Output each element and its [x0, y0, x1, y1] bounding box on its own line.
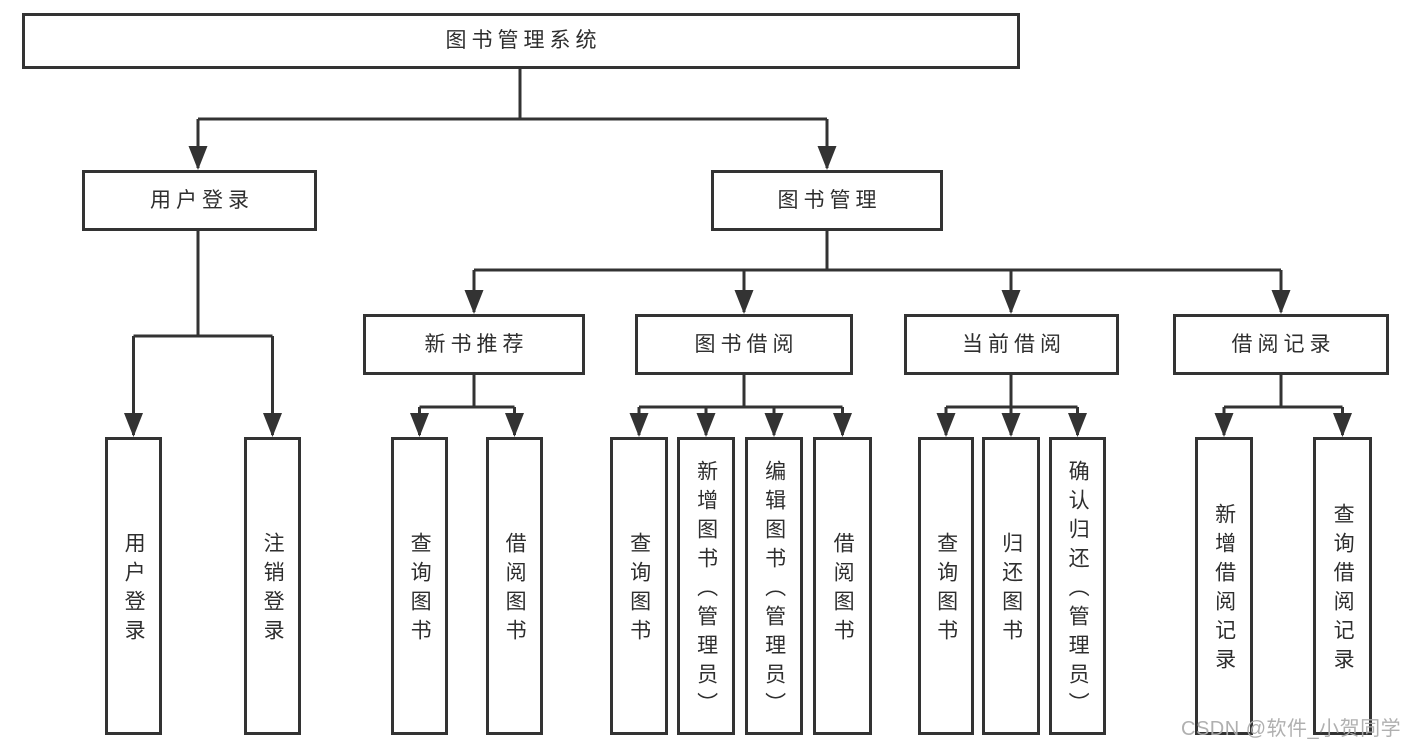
leaf-recommend-query-books-label: 查询图书: [408, 532, 432, 648]
node-current-borrowing: 当前借阅: [904, 314, 1119, 375]
node-book-management: 图书管理: [711, 170, 943, 231]
arrowhead-icons: [124, 146, 1352, 437]
leaf-borrowing-query-books: 查询图书: [610, 437, 668, 735]
leaf-edit-books-admin: 编辑图书（管理员）: [745, 437, 803, 735]
leaf-add-books-admin-label: 新增图书（管理员）: [694, 459, 718, 721]
leaf-current-query-books: 查询图书: [918, 437, 974, 735]
node-book-borrowing-label: 图书借阅: [694, 332, 799, 356]
leaf-current-query-books-label: 查询图书: [934, 532, 958, 648]
node-borrow-records: 借阅记录: [1173, 314, 1389, 375]
leaf-add-books-admin: 新增图书（管理员）: [677, 437, 735, 735]
leaf-confirm-return-admin-label: 确认归还（管理员）: [1066, 459, 1090, 721]
node-current-borrowing-label: 当前借阅: [962, 332, 1066, 356]
leaf-logout: 注销登录: [244, 437, 301, 735]
leaf-edit-books-admin-label: 编辑图书（管理员）: [762, 459, 786, 721]
node-borrow-records-label: 借阅记录: [1231, 332, 1336, 356]
node-new-book-recommend: 新书推荐: [363, 314, 585, 375]
connector-lines: [132, 69, 1344, 435]
leaf-recommend-borrow-books-label: 借阅图书: [503, 532, 527, 648]
node-book-management-label: 图书管理: [777, 188, 882, 212]
node-user-login-label: 用户登录: [150, 188, 254, 212]
leaf-return-books-label: 归还图书: [999, 532, 1023, 648]
leaf-return-books: 归还图书: [982, 437, 1040, 735]
leaf-borrowing-query-books-label: 查询图书: [627, 532, 651, 648]
leaf-user-login-label: 用户登录: [122, 532, 146, 648]
node-root-label: 图书管理系统: [445, 29, 602, 53]
leaf-recommend-borrow-books: 借阅图书: [486, 437, 543, 735]
leaf-confirm-return-admin: 确认归还（管理员）: [1049, 437, 1106, 735]
leaf-recommend-query-books: 查询图书: [391, 437, 448, 735]
csdn-watermark: CSDN @软件_小贺同学: [1181, 718, 1402, 740]
node-book-borrowing: 图书借阅: [635, 314, 853, 375]
leaf-borrowing-borrow-books-label: 借阅图书: [831, 532, 855, 648]
node-new-book-recommend-label: 新书推荐: [424, 332, 529, 356]
leaf-add-borrow-record-label: 新增借阅记录: [1212, 503, 1236, 677]
leaf-query-borrow-record: 查询借阅记录: [1313, 437, 1372, 735]
leaf-query-borrow-record-label: 查询借阅记录: [1331, 503, 1355, 677]
leaf-borrowing-borrow-books: 借阅图书: [813, 437, 872, 735]
node-user-login: 用户登录: [82, 170, 317, 231]
leaf-logout-label: 注销登录: [261, 532, 285, 648]
leaf-add-borrow-record: 新增借阅记录: [1195, 437, 1253, 735]
node-root: 图书管理系统: [22, 13, 1020, 69]
leaf-user-login: 用户登录: [105, 437, 162, 735]
